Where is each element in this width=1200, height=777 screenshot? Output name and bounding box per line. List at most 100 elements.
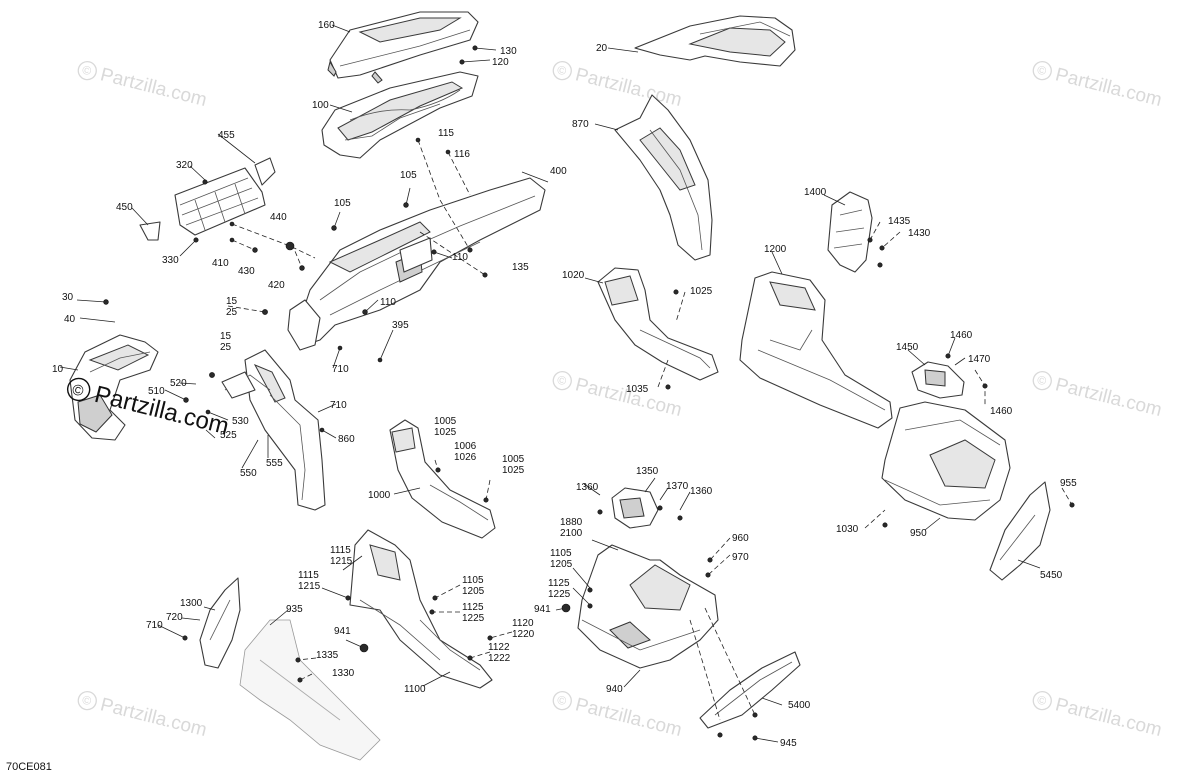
callout-1435[interactable]: 1435 [888, 216, 911, 227]
callout-1025[interactable]: 1025 [502, 465, 525, 476]
callout-710[interactable]: 710 [332, 364, 349, 375]
callout-550[interactable]: 550 [240, 468, 257, 479]
callout-1360[interactable]: 1360 [576, 482, 599, 493]
callout-1225[interactable]: 1225 [548, 589, 571, 600]
callout-510[interactable]: 510 [148, 386, 165, 397]
callout-1005[interactable]: 1005 [502, 454, 525, 465]
callout-1335[interactable]: 1335 [316, 650, 339, 661]
callout-116[interactable]: 116 [454, 149, 470, 160]
callout-450[interactable]: 450 [116, 202, 133, 213]
callout-860[interactable]: 860 [338, 434, 355, 445]
callout-1460[interactable]: 1460 [990, 406, 1013, 417]
callout-525[interactable]: 525 [220, 430, 237, 441]
fastener [882, 522, 888, 528]
callout-25[interactable]: 25 [226, 307, 238, 318]
callout-1400[interactable]: 1400 [804, 187, 827, 198]
callout-720[interactable]: 720 [166, 612, 183, 623]
callout-20[interactable]: 20 [596, 43, 608, 54]
callout-135[interactable]: 135 [512, 262, 529, 273]
callout-870[interactable]: 870 [572, 119, 589, 130]
callout-115[interactable]: 115 [438, 128, 454, 139]
callout-110[interactable]: 110 [380, 297, 396, 308]
callout-330[interactable]: 330 [162, 255, 179, 266]
callout-941[interactable]: 941 [334, 626, 351, 637]
callout-110[interactable]: 110 [452, 252, 468, 263]
callout-1205[interactable]: 1205 [462, 586, 485, 597]
callout-1122[interactable]: 1122 [488, 642, 510, 653]
callout-1100[interactable]: 1100 [404, 684, 426, 695]
callout-950[interactable]: 950 [910, 528, 927, 539]
callout-40[interactable]: 40 [64, 314, 76, 325]
callout-1370[interactable]: 1370 [666, 481, 689, 492]
callout-1125[interactable]: 1125 [462, 602, 484, 613]
callout-1430[interactable]: 1430 [908, 228, 931, 239]
callout-440[interactable]: 440 [270, 212, 287, 223]
callout-2100[interactable]: 2100 [560, 528, 583, 539]
callout-970[interactable]: 970 [732, 552, 749, 563]
callout-1035[interactable]: 1035 [626, 384, 649, 395]
callout-105[interactable]: 105 [400, 170, 417, 181]
callout-1105[interactable]: 1105 [550, 548, 572, 559]
callout-1450[interactable]: 1450 [896, 342, 919, 353]
callout-10[interactable]: 10 [52, 364, 64, 375]
callout-1215[interactable]: 1215 [330, 556, 353, 567]
callout-1330[interactable]: 1330 [332, 668, 355, 679]
callout-1200[interactable]: 1200 [764, 244, 787, 255]
callout-395[interactable]: 395 [392, 320, 409, 331]
callout-955[interactable]: 955 [1060, 478, 1077, 489]
callout-960[interactable]: 960 [732, 533, 749, 544]
callout-1105[interactable]: 1105 [462, 575, 484, 586]
callout-130[interactable]: 130 [500, 46, 517, 57]
callout-5400[interactable]: 5400 [788, 700, 811, 711]
callout-1000[interactable]: 1000 [368, 490, 391, 501]
callout-945[interactable]: 945 [780, 738, 797, 749]
callout-105[interactable]: 105 [334, 198, 351, 209]
callout-710[interactable]: 710 [146, 620, 163, 631]
callout-1115[interactable]: 1115 [330, 545, 351, 556]
callout-1115[interactable]: 1115 [298, 570, 319, 581]
callout-25[interactable]: 25 [220, 342, 232, 353]
callout-160[interactable]: 160 [318, 20, 335, 31]
callout-1222[interactable]: 1222 [488, 653, 511, 664]
callout-1470[interactable]: 1470 [968, 354, 991, 365]
part-320-grille [174, 167, 266, 236]
callout-1460[interactable]: 1460 [950, 330, 973, 341]
callout-15[interactable]: 15 [220, 331, 232, 342]
callout-100[interactable]: 100 [312, 100, 329, 111]
callout-1030[interactable]: 1030 [836, 524, 859, 535]
callout-1125[interactable]: 1125 [548, 578, 570, 589]
callout-420[interactable]: 420 [268, 280, 285, 291]
callout-30[interactable]: 30 [62, 292, 74, 303]
callout-400[interactable]: 400 [550, 166, 567, 177]
callout-941[interactable]: 941 [534, 604, 551, 615]
callout-530[interactable]: 530 [232, 416, 249, 427]
callout-1205[interactable]: 1205 [550, 559, 573, 570]
callout-1026[interactable]: 1026 [454, 452, 477, 463]
callout-1220[interactable]: 1220 [512, 629, 535, 640]
callout-1020[interactable]: 1020 [562, 270, 585, 281]
fastener [429, 609, 435, 615]
callout-1215[interactable]: 1215 [298, 581, 321, 592]
callout-5450[interactable]: 5450 [1040, 570, 1063, 581]
callout-15[interactable]: 15 [226, 296, 238, 307]
callout-1025[interactable]: 1025 [434, 427, 457, 438]
callout-1025[interactable]: 1025 [690, 286, 713, 297]
callout-1880[interactable]: 1880 [560, 517, 583, 528]
callout-120[interactable]: 120 [492, 57, 509, 68]
callout-455[interactable]: 455 [218, 130, 235, 141]
callout-935[interactable]: 935 [286, 604, 303, 615]
callout-710[interactable]: 710 [330, 400, 347, 411]
callout-1360[interactable]: 1360 [690, 486, 713, 497]
callout-1225[interactable]: 1225 [462, 613, 485, 624]
callout-940[interactable]: 940 [606, 684, 623, 695]
callout-520[interactable]: 520 [170, 378, 187, 389]
callout-410[interactable]: 410 [212, 258, 229, 269]
callout-1350[interactable]: 1350 [636, 466, 659, 477]
callout-1005[interactable]: 1005 [434, 416, 457, 427]
callout-320[interactable]: 320 [176, 160, 193, 171]
callout-1120[interactable]: 1120 [512, 618, 534, 629]
callout-1006[interactable]: 1006 [454, 441, 477, 452]
callout-430[interactable]: 430 [238, 266, 255, 277]
callout-555[interactable]: 555 [266, 458, 283, 469]
callout-1300[interactable]: 1300 [180, 598, 203, 609]
